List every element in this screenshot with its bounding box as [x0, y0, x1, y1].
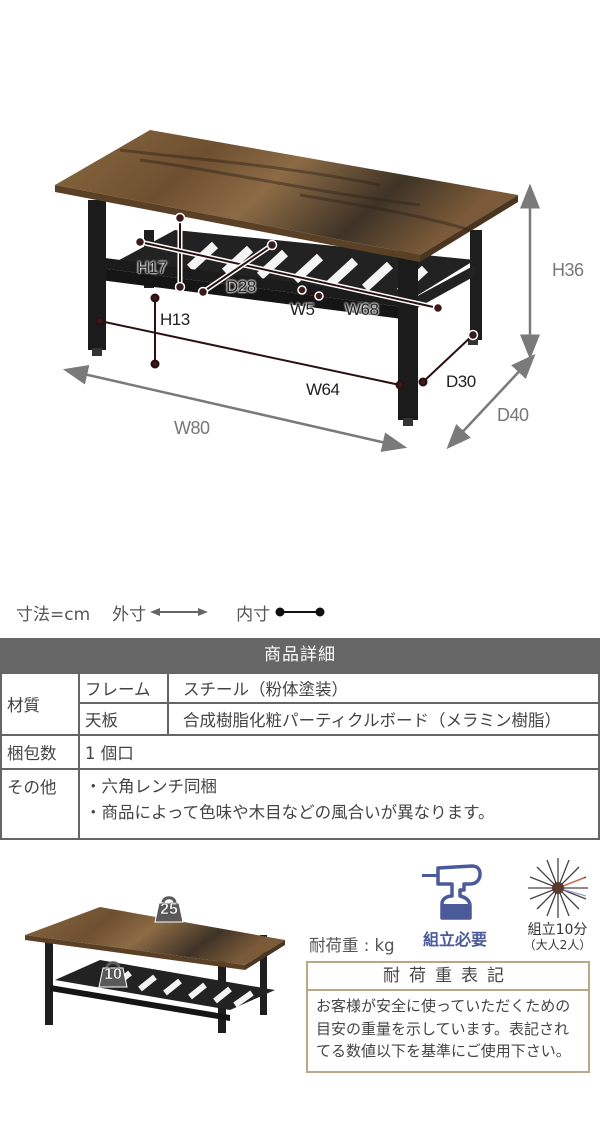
assembly-people-label: （大人2人）	[523, 938, 592, 952]
outer-depth-label: D40	[497, 405, 529, 425]
top-load-value: 25	[160, 901, 178, 919]
weight-icon	[154, 896, 184, 923]
other-note: ・商品によって色味や木目などの風合いが異なります。	[85, 803, 495, 822]
inner-shelf-width-label: W68	[345, 300, 379, 319]
row-label-packages: 梱包数	[0, 734, 80, 770]
load-capacity-illustration: 25 10	[20, 885, 300, 1035]
table-row: 材質 フレーム スチール（粉体塗装）	[0, 672, 600, 736]
shelf-load-value: 10	[104, 966, 122, 984]
inner-shelf-depth-label: D28	[226, 277, 256, 296]
load-notice-box: 耐荷重表記 お客様が安全に使っていただくための目安の重量を示しています。表記され…	[306, 961, 590, 1073]
row-value-packages: 1 個口	[78, 734, 600, 770]
dimension-legend: 寸法=cm 外寸 内寸	[16, 600, 348, 625]
notice-title: 耐荷重表記	[308, 963, 588, 991]
notice-body: お客様が安全に使っていただくための目安の重量を示しています。表記されてる数値以下…	[316, 997, 571, 1060]
outer-width-label: W80	[174, 418, 210, 438]
legend-inner-label: 内寸	[236, 604, 271, 625]
table-illustration	[55, 130, 540, 452]
assembly-required: 組立必要	[415, 860, 495, 950]
unit-note: 寸法=cm	[16, 604, 91, 625]
row-label-other: その他	[0, 768, 80, 840]
legend-outer-label: 外寸	[112, 604, 147, 625]
inner-shelf-gap-label: H17	[137, 258, 167, 277]
legend-inner: 内寸	[236, 600, 326, 625]
row-value-other: ・六角レンチ同梱 ・商品によって色味や木目などの風合いが異なります。	[78, 768, 600, 840]
row-value-frame: スチール（粉体塗装）	[167, 672, 600, 704]
other-note: ・六角レンチ同梱	[85, 777, 217, 796]
clock-burst-icon	[527, 858, 588, 918]
dimension-diagram: W80 D40 H36 H17 H13 D28 W5 W68 W64 D30	[0, 0, 600, 470]
assembly-time: 組立10分 （大人2人）	[515, 857, 600, 952]
product-details-table: 商品詳細 材質 フレーム スチール（粉体塗装） 天板 合成樹脂化粧パーティクルボ…	[0, 638, 600, 840]
table-illustration-small	[25, 907, 285, 1033]
inner-leg-width-label: W64	[306, 380, 340, 399]
assembly-required-label: 組立必要	[422, 930, 487, 949]
table-title: 商品詳細	[0, 638, 600, 672]
row-sublabel-top: 天板	[78, 702, 169, 736]
double-arrow-icon	[150, 608, 209, 616]
row-sublabel-frame: フレーム	[78, 672, 169, 704]
shelf-load-badge: 10	[98, 960, 128, 988]
inner-leg-depth-label: D30	[446, 372, 476, 391]
power-drill-icon	[422, 864, 482, 920]
top-load-badge: 25	[154, 895, 184, 923]
row-value-top: 合成樹脂化粧パーティクルボード（メラミン樹脂）	[167, 702, 600, 736]
table-row: 天板 合成樹脂化粧パーティクルボード（メラミン樹脂）	[1, 702, 600, 736]
inner-floor-clearance-label: H13	[160, 310, 190, 329]
assembly-time-label: 組立10分	[527, 922, 588, 938]
dot-line-dot-icon	[275, 607, 325, 617]
outer-height-label: H36	[552, 260, 584, 280]
row-label-material: 材質	[0, 672, 80, 736]
inner-slat-gap-label: W5	[290, 300, 315, 319]
table-row: その他 ・六角レンチ同梱 ・商品によって色味や木目などの風合いが異なります。	[0, 768, 600, 840]
load-unit-label: 耐荷重 : kg	[309, 936, 395, 955]
weight-icon	[98, 961, 128, 988]
legend-outer: 外寸	[112, 600, 209, 625]
table-row: 梱包数 1 個口	[0, 734, 600, 770]
